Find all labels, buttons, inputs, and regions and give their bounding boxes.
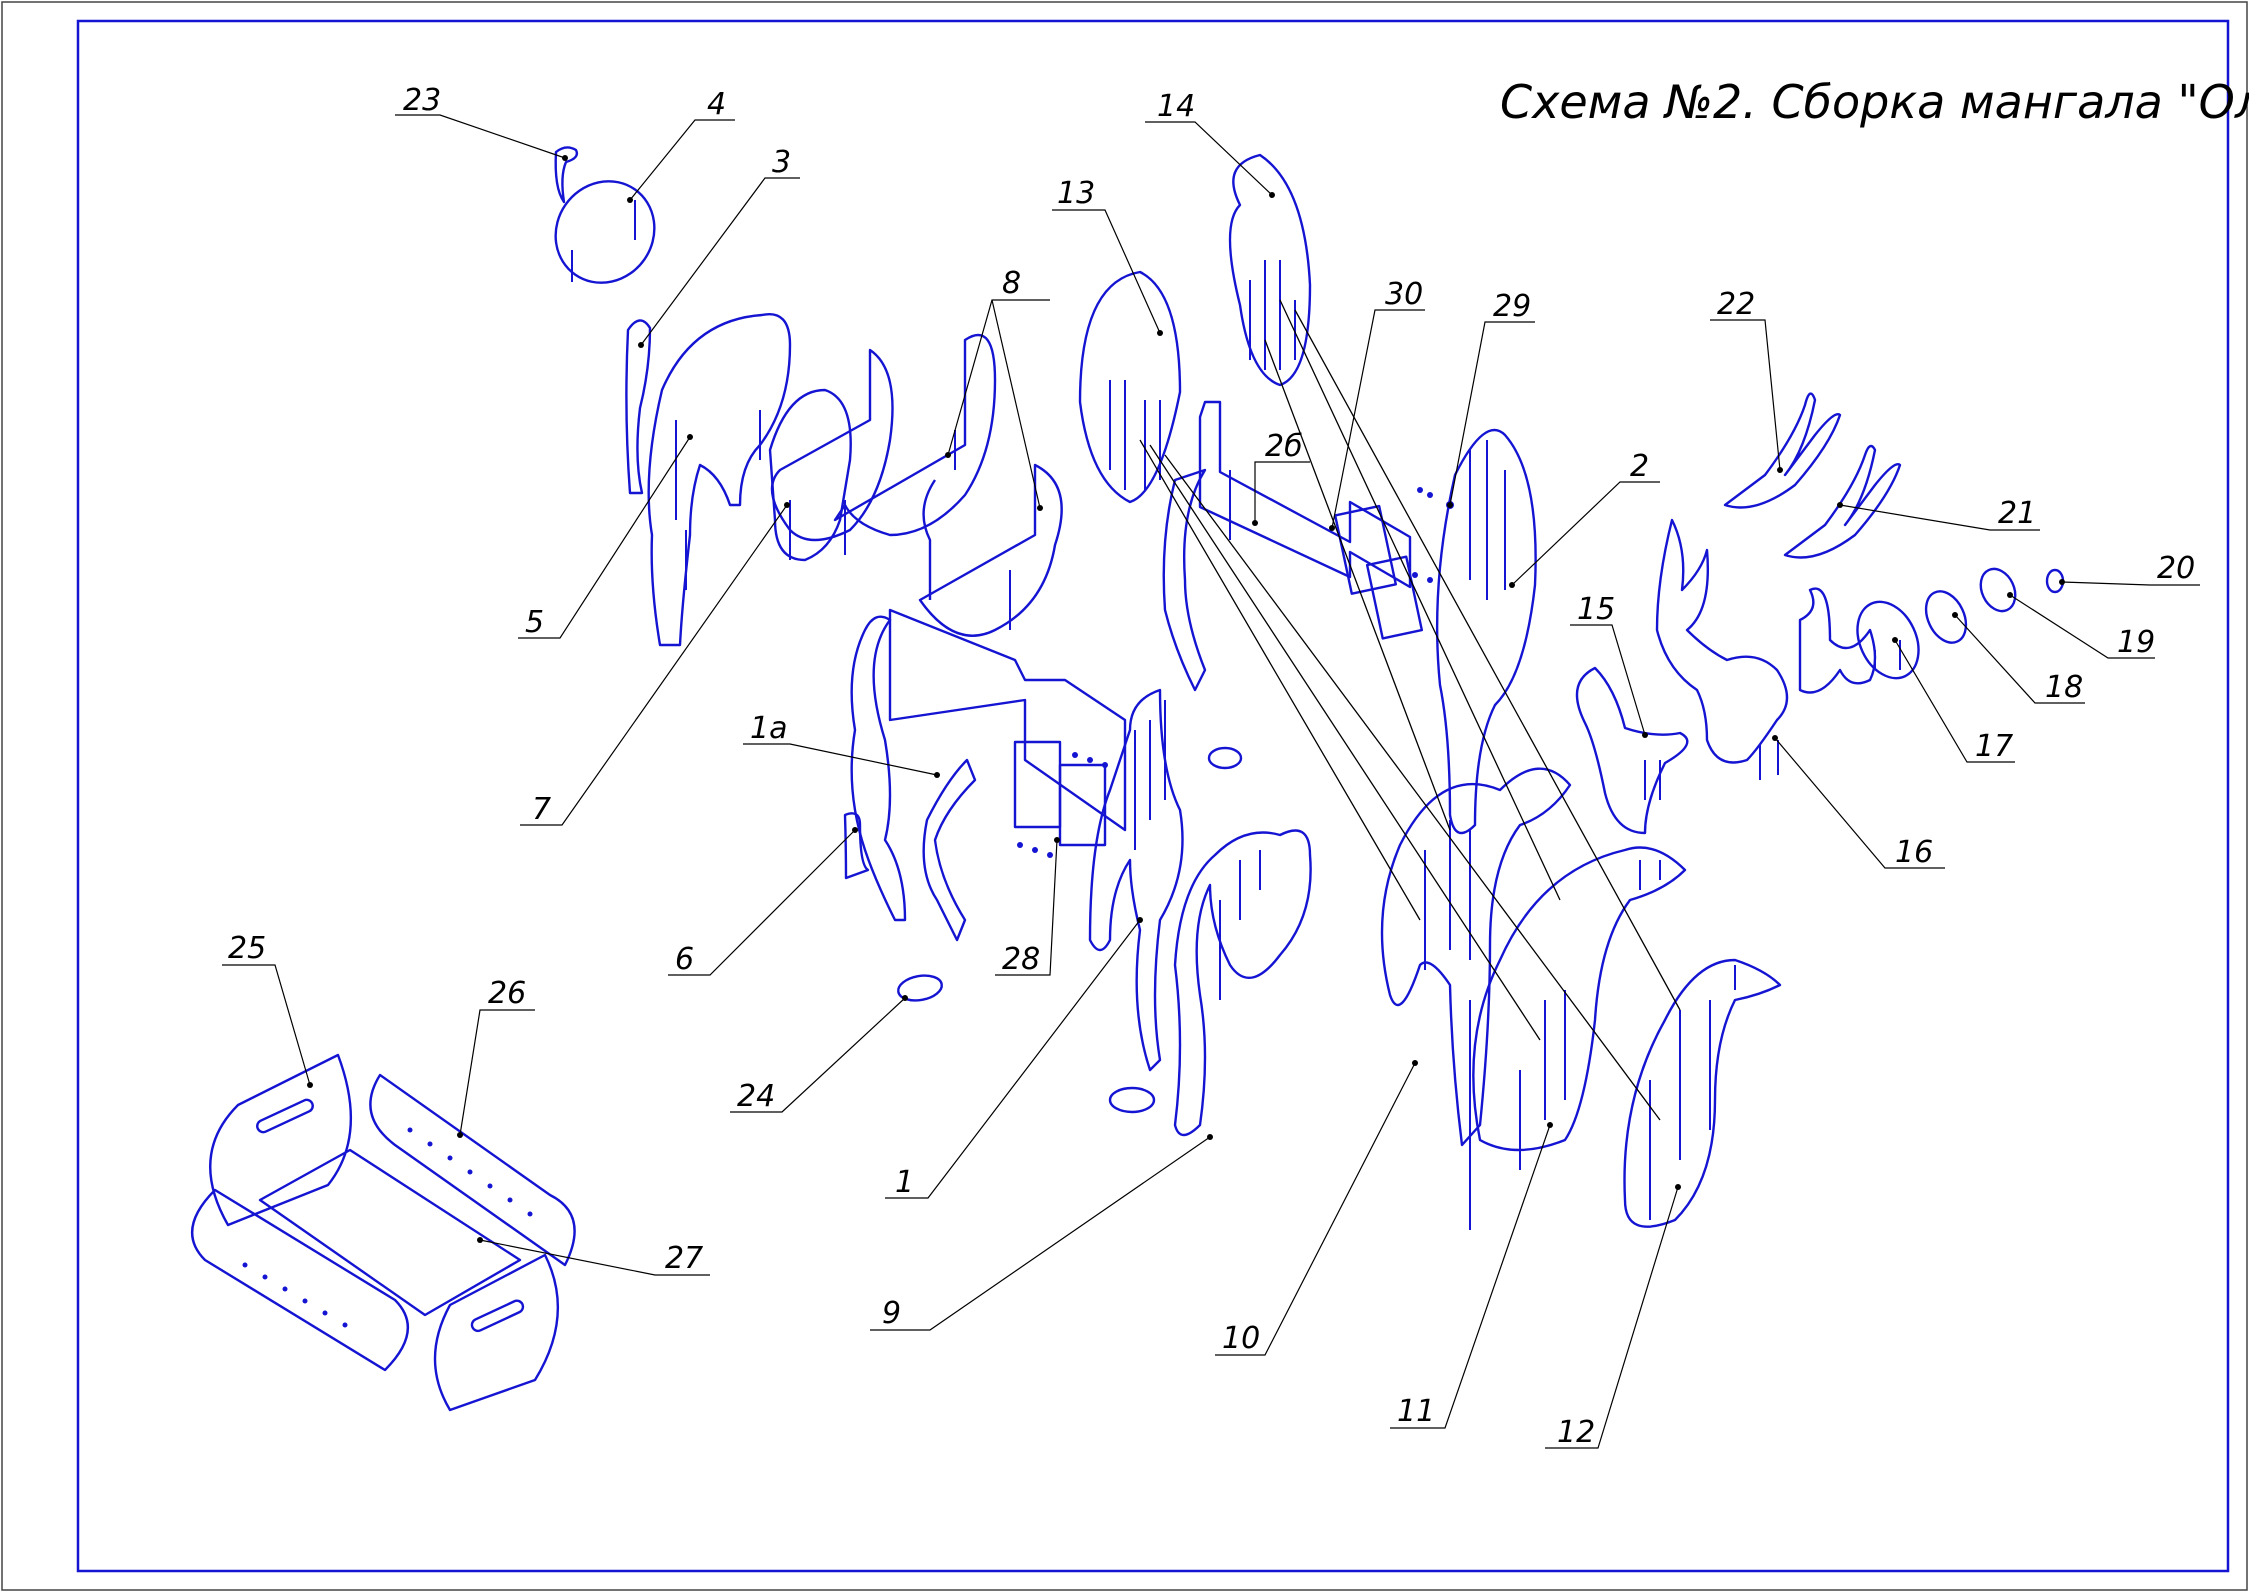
part-5-shape <box>647 312 792 647</box>
label-24: 24 <box>737 1079 775 1114</box>
part-26b-shape <box>191 1188 409 1372</box>
label-10: 10 <box>1222 1321 1260 1356</box>
part-4-shape <box>554 180 656 284</box>
label-7: 7 <box>532 792 551 827</box>
label-5: 5 <box>525 605 544 640</box>
part-12-shape <box>1623 958 1782 1228</box>
label-2: 2 <box>1630 449 1649 484</box>
label-8: 8 <box>1002 266 1021 301</box>
part-6-shape <box>843 812 870 880</box>
part-18-shape <box>1924 590 1968 644</box>
part-9-shape <box>1173 829 1312 1137</box>
label-18: 18 <box>2045 670 2083 705</box>
drawing-title: Схема №2. Сборка мангала "Олень" <box>1500 75 2249 129</box>
part-10-shape <box>1380 767 1572 1230</box>
label-29: 29 <box>1493 289 1531 324</box>
label-15: 15 <box>1577 592 1615 627</box>
part-2-shape <box>1435 428 1537 835</box>
label-3: 3 <box>772 145 791 180</box>
label-20: 20 <box>2157 551 2195 586</box>
part-8-shape <box>770 333 1063 637</box>
part-26-shape <box>369 1073 576 1267</box>
part-1a-shape <box>850 608 1127 942</box>
label-6: 6 <box>675 942 694 977</box>
label-11: 11 <box>1397 1394 1435 1429</box>
label-30: 30 <box>1385 277 1423 312</box>
part-2b-shape <box>1162 400 1424 692</box>
label-9: 9 <box>882 1296 901 1331</box>
label-14: 14 <box>1157 89 1195 124</box>
label-23: 23 <box>403 83 441 118</box>
hardware-bolts <box>1017 487 1454 858</box>
assembly-arrows <box>1139 299 1681 1121</box>
label-1: 1 <box>895 1165 914 1200</box>
part-17-shape <box>1856 600 1920 680</box>
label-21: 21 <box>1998 496 2036 531</box>
label-16: 16 <box>1895 835 1933 870</box>
label-17: 17 <box>1975 729 2013 764</box>
part-19-shape <box>1979 567 2017 613</box>
part-27-shape <box>258 1148 522 1317</box>
part-25b-shape <box>433 1253 560 1412</box>
part-1-shape <box>1088 688 1184 1072</box>
part-3-shape <box>625 319 652 495</box>
label-12: 12 <box>1557 1415 1595 1450</box>
part-13-shape <box>1078 270 1182 504</box>
part-24-shape <box>897 746 1243 1114</box>
part-15-shape <box>1575 666 1689 835</box>
parts-group <box>191 146 2065 1412</box>
part-25-shape <box>209 1053 353 1227</box>
part-23-shape <box>554 146 579 204</box>
label-1a: 1а <box>750 711 787 746</box>
part-22-shape <box>1723 392 1842 509</box>
part-16-shape <box>1655 518 1877 780</box>
label-27: 27 <box>665 1241 703 1276</box>
part-21-shape <box>1783 444 1902 559</box>
part-14-shape <box>1228 153 1312 387</box>
label-19: 19 <box>2117 625 2155 660</box>
label-4: 4 <box>707 87 726 122</box>
part-11-shape <box>1472 846 1687 1170</box>
label-25: 25 <box>228 931 266 966</box>
label-2b: 2б <box>1265 429 1303 464</box>
label-13: 13 <box>1057 176 1095 211</box>
callouts: 23 4 3 5 7 8 1а 6 28 <box>222 83 2200 1450</box>
label-26: 26 <box>488 976 526 1011</box>
label-28: 28 <box>1002 942 1040 977</box>
label-22: 22 <box>1717 287 1755 322</box>
drawing-frame <box>76 19 2230 1573</box>
